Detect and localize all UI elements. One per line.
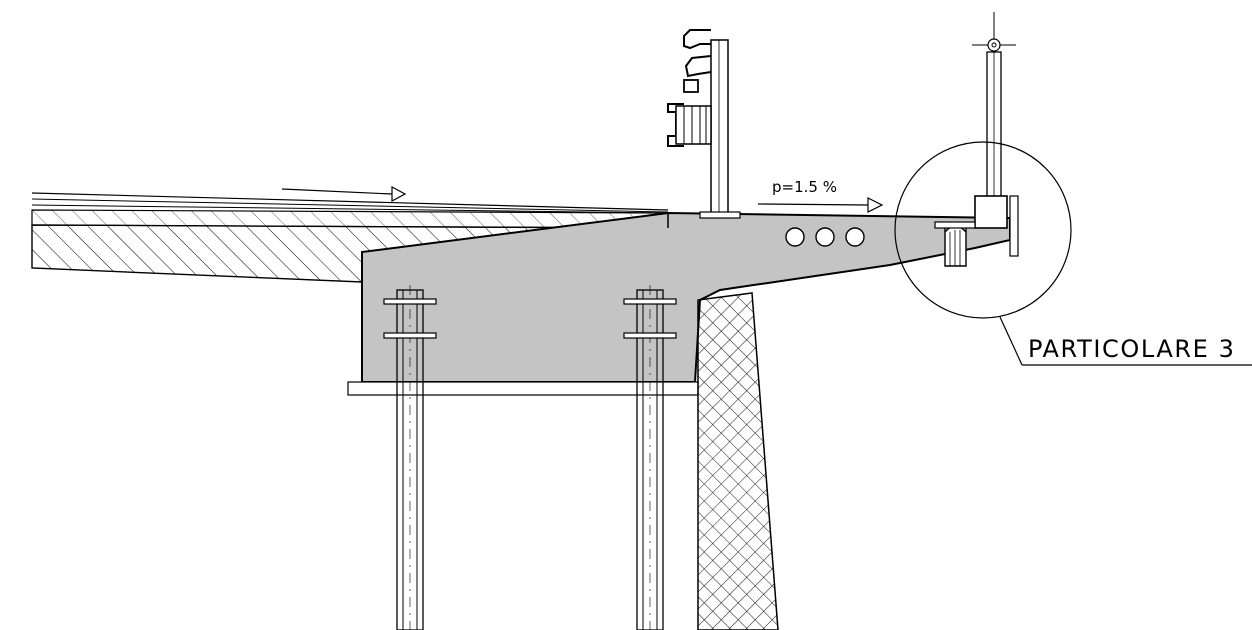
slope-label: p=1.5 % (772, 178, 837, 196)
drain-hole (815, 227, 835, 247)
anchor-pile-left (383, 285, 437, 630)
support-plate (347, 381, 699, 396)
existing-abutment (697, 292, 779, 630)
flow-arrow-left (281, 185, 407, 203)
edge-railing (972, 12, 1019, 257)
anchor-pile-right (623, 285, 677, 630)
drain-hole (785, 227, 805, 247)
detail-label: PARTICOLARE 3 (1028, 335, 1236, 363)
anchor-piles (383, 285, 677, 630)
detail-callout: PARTICOLARE 3 (894, 141, 1252, 366)
drainage-holes (785, 227, 865, 247)
pavement-layers (31, 192, 669, 214)
drain-hole (845, 227, 865, 247)
guardrail (667, 29, 741, 219)
flow-arrow-right (757, 197, 884, 213)
drain-outlet (934, 221, 976, 267)
